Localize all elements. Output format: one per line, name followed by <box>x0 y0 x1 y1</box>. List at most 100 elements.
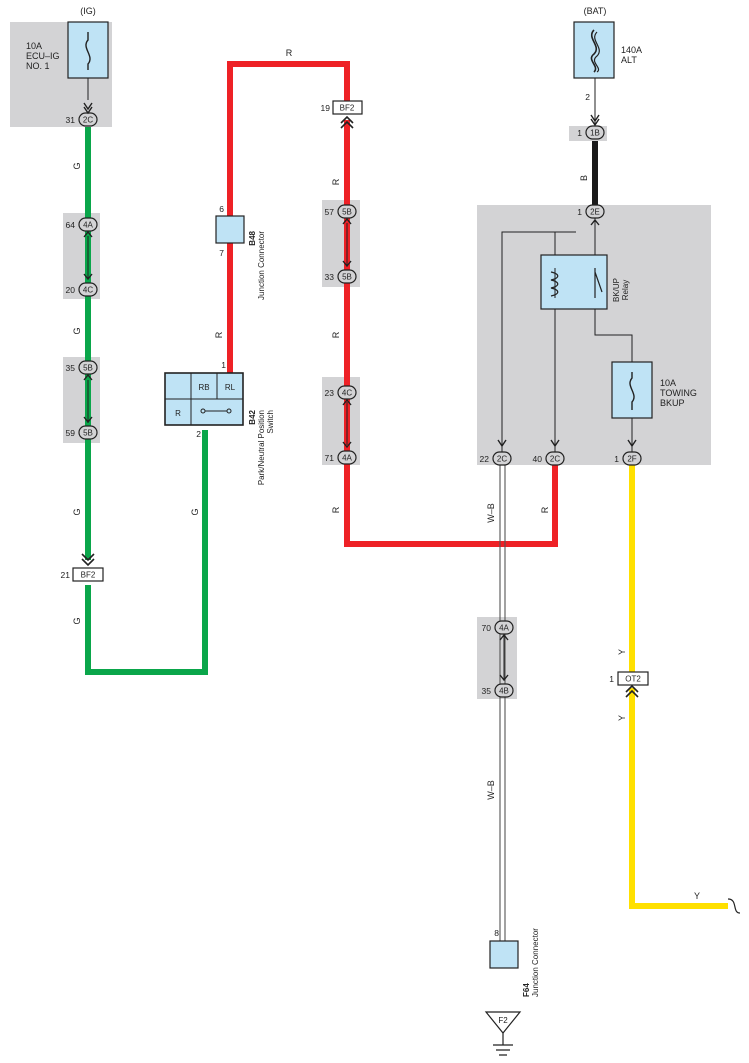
pin-number: 70 <box>482 623 492 633</box>
f64-code: F64 <box>522 983 531 997</box>
conn-label: BF2 <box>340 104 355 113</box>
wire-color-label: Y <box>617 715 627 721</box>
pin-number: 1 <box>577 128 582 138</box>
pin-number: 19 <box>321 103 331 113</box>
wire-color-label: W–B <box>486 780 496 800</box>
fuse-ecu-ig-rating: 10A <box>26 41 42 51</box>
pin-number: 1 <box>614 454 619 464</box>
connector-2e <box>585 204 605 219</box>
connector-bf2-red <box>332 100 363 115</box>
conn-label: 2C <box>497 455 507 464</box>
chevron-up-icon <box>625 684 639 698</box>
b48-name: Junction Connector <box>257 231 266 300</box>
pin-number: 21 <box>61 570 71 580</box>
pin-number: 35 <box>66 363 76 373</box>
conn-label: 1B <box>590 129 600 138</box>
fuse-alt-name: ALT <box>621 55 637 65</box>
source-bat-label: (BAT) <box>584 6 607 16</box>
wire-color-label: R <box>331 506 341 513</box>
wire-color-label: B <box>579 175 589 181</box>
wire-color-label: G <box>72 162 82 169</box>
pin-number: 71 <box>325 453 335 463</box>
relay-name1: BK/UP <box>612 278 621 302</box>
conn-label: 5B <box>83 364 93 373</box>
pin-number: 57 <box>325 207 335 217</box>
b42-code: B42 <box>248 409 257 424</box>
wire-color-label: R <box>286 48 293 58</box>
fuse-ecu-ig-name2: NO. 1 <box>26 61 50 71</box>
pin-number: 23 <box>325 388 335 398</box>
arrow-icon <box>342 217 352 268</box>
fuse-towing-name1: TOWING <box>660 388 697 398</box>
fuse-alt-rating: 140A <box>621 45 642 55</box>
fuse-alt-icon <box>573 21 615 79</box>
wire-color-label: Y <box>694 891 700 901</box>
conn-label: 2C <box>83 116 93 125</box>
f64-name: Junction Connector <box>531 928 540 997</box>
conn-label: 2E <box>590 208 600 217</box>
junction-leads <box>87 223 505 679</box>
wire-color-label: G <box>72 617 82 624</box>
arrow-icon <box>83 230 93 281</box>
pin-number: 1 <box>221 360 226 370</box>
conn-label: 4C <box>342 389 352 398</box>
pin-number: 31 <box>66 115 76 125</box>
conn-label: 2C <box>550 455 560 464</box>
arrow-icon <box>83 373 93 424</box>
wire-color-label: R <box>331 178 341 185</box>
bkup-relay-icon <box>540 254 608 310</box>
chevron-up-icon <box>340 115 354 129</box>
b42-rb-terminal: RB <box>198 383 209 392</box>
pin-number: 20 <box>66 285 76 295</box>
chevron-down-icon <box>81 553 95 567</box>
ground-label: F2 <box>498 1016 508 1025</box>
conn-label: 4A <box>83 221 93 230</box>
fuse-ecu-ig-icon <box>67 21 109 79</box>
wire-color-label: W–B <box>486 503 496 523</box>
relay-block-box <box>477 205 711 465</box>
pin-number: 8 <box>494 928 499 938</box>
connector-5b-lower-left <box>78 425 98 440</box>
conn-label: 4C <box>83 286 93 295</box>
wb-wire <box>499 465 506 968</box>
junction-f64-icon <box>489 940 519 969</box>
green-wire <box>85 127 208 675</box>
pin-number: 64 <box>66 220 76 230</box>
junction-b48-icon <box>215 215 245 244</box>
connector-ot2 <box>617 671 649 686</box>
park-neutral-switch <box>164 372 244 426</box>
arrow-icon <box>499 633 509 682</box>
fuse-ecu-ig-name1: ECU–IG <box>26 51 60 61</box>
pin-number: 33 <box>325 272 335 282</box>
wire-color-label: R <box>214 331 224 338</box>
b42-name2: Switch <box>266 410 275 434</box>
connector-4b-wb <box>494 683 514 698</box>
pin-number: 35 <box>482 686 492 696</box>
arrow-icon <box>342 398 352 449</box>
conn-label: 2F <box>627 455 636 464</box>
wire-color-label: G <box>190 508 200 515</box>
relay-internal-wiring <box>501 212 633 452</box>
pin-number: 7 <box>219 248 224 258</box>
ground-f2-icon <box>484 1011 522 1056</box>
fuse-towing-rating: 10A <box>660 378 676 388</box>
pin-number: 1 <box>577 207 582 217</box>
pin-number: 22 <box>480 454 490 464</box>
pin-number: 6 <box>219 204 224 214</box>
conn-label: 4A <box>342 454 352 463</box>
connector-2f <box>622 451 642 466</box>
conn-label: 4A <box>499 624 509 633</box>
wire-continuation-mark <box>727 898 741 914</box>
connector-5b-lower-red <box>337 269 357 284</box>
arrow-icon <box>590 114 600 127</box>
pin-number: 40 <box>533 454 543 464</box>
fuse-towing-icon <box>611 361 653 419</box>
pin-number: 1 <box>609 674 614 684</box>
source-ig-label: (IG) <box>80 6 96 16</box>
wire-color-label: R <box>540 506 550 513</box>
connector-4a-red <box>337 450 357 465</box>
yellow-wire <box>629 465 728 909</box>
wire-color-label: Y <box>617 649 627 655</box>
conn-label: 5B <box>342 273 352 282</box>
pin-number: 2 <box>196 429 201 439</box>
